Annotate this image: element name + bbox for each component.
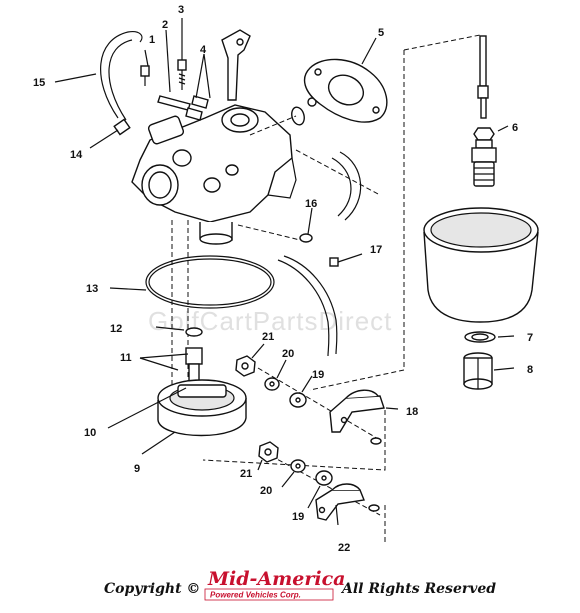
copyright-text: Copyright © xyxy=(104,581,200,597)
clamp-bracket-18 xyxy=(329,389,399,433)
throttle-lever xyxy=(221,29,251,101)
screw-22 xyxy=(368,504,380,512)
fuel-fitting xyxy=(89,118,131,149)
callout-2: 2 xyxy=(162,19,168,31)
vent-hose xyxy=(331,151,362,221)
footer: Copyright © Mid-America Powered Vehicles… xyxy=(104,568,496,601)
callout-14: 14 xyxy=(70,149,83,161)
callout-10: 10 xyxy=(84,427,96,439)
callout-1: 1 xyxy=(149,34,155,46)
callout-8: 8 xyxy=(527,364,533,376)
nut-21-upper xyxy=(235,343,265,377)
callout-11: 11 xyxy=(120,352,132,364)
screw-17 xyxy=(329,253,363,267)
air-filter-cup xyxy=(423,207,539,323)
callout-22: 22 xyxy=(338,542,350,554)
callout-4: 4 xyxy=(200,44,207,56)
callout-7: 7 xyxy=(527,332,533,344)
callout-18: 18 xyxy=(406,406,418,418)
screw-16 xyxy=(299,207,313,243)
rights-text: All Rights Reserved xyxy=(340,581,496,597)
choke-valve xyxy=(249,97,317,136)
washer-19-upper xyxy=(289,375,313,408)
callout-17: 17 xyxy=(370,244,382,256)
screw-3 xyxy=(177,18,187,90)
callout-13: 13 xyxy=(86,283,98,295)
callout-9: 9 xyxy=(134,463,140,475)
callout-3: 3 xyxy=(178,4,184,16)
bowl-nut-bolt xyxy=(139,347,203,387)
callout-12: 12 xyxy=(110,323,122,335)
washer-20-upper xyxy=(264,359,287,391)
float-needle xyxy=(107,387,187,429)
callout-15: 15 xyxy=(33,77,45,89)
carburetor-body xyxy=(131,104,297,245)
callout-19-lower: 19 xyxy=(292,511,304,523)
screw-1 xyxy=(140,49,150,86)
callout-20-upper: 20 xyxy=(282,348,294,360)
clamp-bracket-22 xyxy=(315,483,365,526)
callout-21-lower: 21 xyxy=(240,468,252,480)
callout-5: 5 xyxy=(378,27,384,39)
callout-19-upper: 19 xyxy=(312,369,324,381)
callout-16: 16 xyxy=(305,198,317,210)
svg-text:Powered Vehicles Corp.: Powered Vehicles Corp. xyxy=(210,591,301,600)
float-bowl xyxy=(141,379,247,455)
screws-4 xyxy=(157,53,211,121)
nut-8 xyxy=(463,352,515,390)
breather-hose xyxy=(277,255,338,357)
washer-7 xyxy=(464,331,515,343)
fitting-6 xyxy=(471,125,509,187)
callout-6: 6 xyxy=(512,122,518,134)
float-bowl-gasket xyxy=(109,255,275,309)
callout-21-upper: 21 xyxy=(262,331,274,343)
inlet-rod xyxy=(477,35,489,119)
flange-gasket xyxy=(303,37,388,123)
washer-20-lower xyxy=(281,459,306,488)
washer-19-lower xyxy=(307,470,333,509)
fuel-line-hose xyxy=(54,31,143,121)
screw-18 xyxy=(370,437,382,445)
svg-text:Mid-America: Mid-America xyxy=(207,568,345,590)
mid-america-logo: Mid-America Powered Vehicles Corp. xyxy=(204,568,345,601)
nut-21-lower xyxy=(257,441,279,471)
bowl-washer xyxy=(155,326,203,337)
callout-20-lower: 20 xyxy=(260,485,272,497)
